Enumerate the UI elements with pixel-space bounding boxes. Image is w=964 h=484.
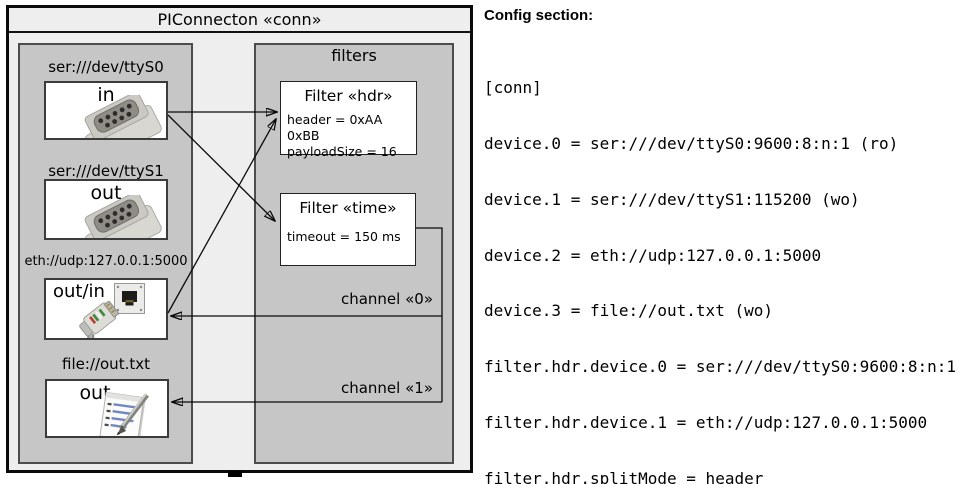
filter-hdr-attr-header: header = 0xAA 0xBB bbox=[287, 112, 383, 143]
filter-time-attr-timeout: timeout = 150 ms bbox=[287, 229, 401, 244]
rj45-cable-icon bbox=[79, 301, 120, 338]
port-direction-label: out bbox=[79, 382, 111, 404]
port-direction-label: out/in bbox=[53, 281, 105, 302]
channel-0-label: channel «0» bbox=[340, 290, 433, 308]
ethernet-port-icon bbox=[114, 283, 145, 314]
bottom-tick bbox=[228, 471, 242, 477]
config-line: device.0 = ser:///dev/ttyS0:9600:8:n:1 (… bbox=[484, 133, 899, 153]
device-box-ttys0: in bbox=[44, 81, 168, 140]
device-box-eth: out/in bbox=[44, 278, 168, 340]
port-direction-label: in bbox=[97, 84, 115, 106]
device-label-eth: eth://udp:127.0.0.1:5000 bbox=[24, 254, 188, 269]
config-line: device.2 = eth://udp:127.0.0.1:5000 bbox=[484, 245, 822, 265]
config-line: [conn] bbox=[484, 78, 542, 98]
device-box-ttys1: out bbox=[44, 179, 168, 240]
title-separator bbox=[9, 31, 470, 33]
config-line: filter.hdr.device.0 = ser:///dev/ttyS0:9… bbox=[484, 357, 957, 377]
port-direction-label: out bbox=[90, 182, 122, 204]
channel-1-label: channel «1» bbox=[340, 379, 433, 397]
filter-time-box: Filter «time» timeout = 150 ms bbox=[280, 193, 416, 266]
filter-hdr-attr-payloadsize: payloadSize = 16 bbox=[287, 144, 397, 159]
config-heading: Config section: bbox=[484, 7, 594, 24]
filter-hdr-box: Filter «hdr» header = 0xAA 0xBB payloadS… bbox=[280, 81, 417, 159]
device-box-file: out bbox=[45, 379, 169, 438]
config-line: filter.hdr.splitMode = header bbox=[484, 468, 764, 484]
filter-hdr-title: Filter «hdr» bbox=[304, 87, 393, 105]
config-listing: [conn] device.0 = ser:///dev/ttyS0:9600:… bbox=[484, 42, 964, 484]
filter-time-title: Filter «time» bbox=[299, 199, 397, 217]
device-label-file: file://out.txt bbox=[62, 355, 150, 373]
filters-panel-title: filters bbox=[331, 46, 377, 65]
device-label-ttys1: ser:///dev/ttyS1 bbox=[48, 162, 164, 180]
config-line: device.1 = ser:///dev/ttyS1:115200 (wo) bbox=[484, 189, 860, 209]
piconnecton-title: PIConnecton «conn» bbox=[157, 10, 322, 29]
device-label-ttys0: ser:///dev/ttyS0 bbox=[48, 58, 164, 76]
serial-connector-icon bbox=[84, 95, 162, 138]
serial-connector-icon bbox=[84, 195, 162, 238]
config-line: filter.hdr.device.1 = eth://udp:127.0.0.… bbox=[484, 412, 928, 432]
config-line: device.3 = file://out.txt (wo) bbox=[484, 301, 773, 321]
notepad-pen-icon bbox=[99, 391, 149, 436]
